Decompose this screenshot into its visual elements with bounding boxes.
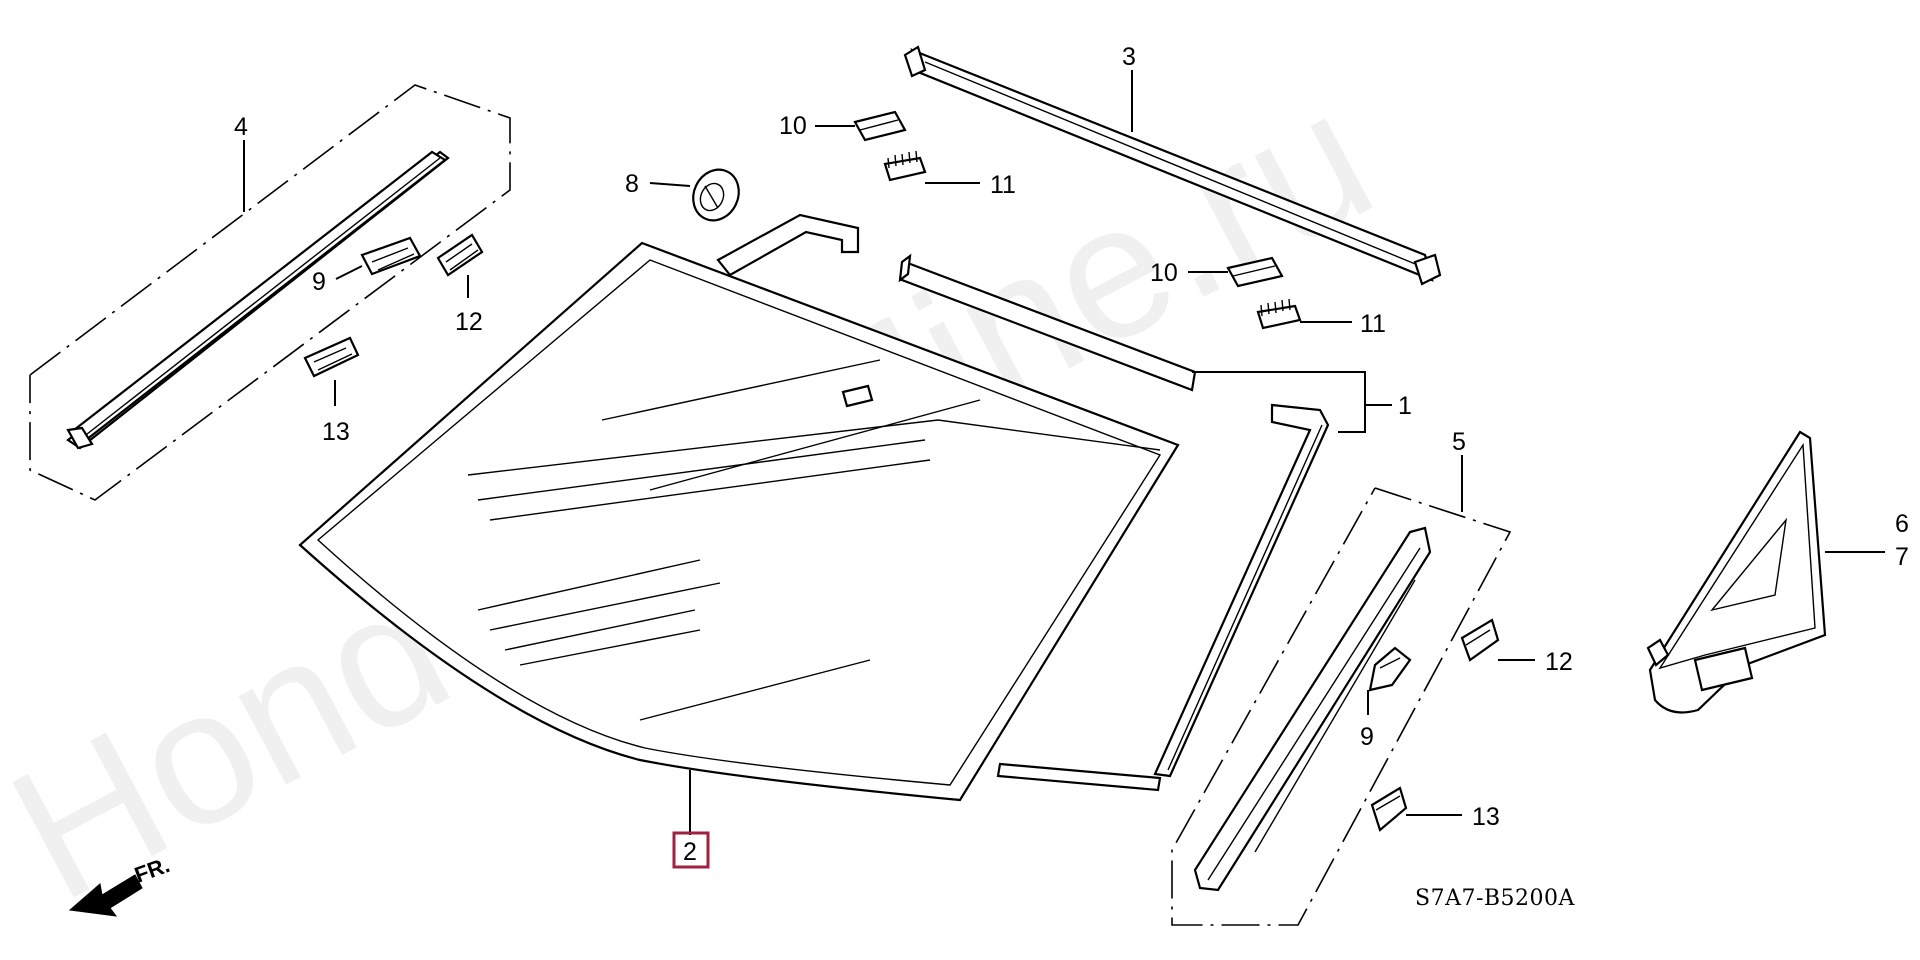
callout-9-right[interactable]: 9: [1360, 723, 1374, 751]
callout-3[interactable]: 3: [1122, 43, 1136, 71]
front-arrow-icon: [68, 874, 143, 917]
part-13-clip-left[interactable]: [303, 336, 360, 378]
part-2-windshield-glass[interactable]: [298, 241, 1180, 802]
part-5-pillar-moulding[interactable]: [1193, 526, 1432, 892]
callout-1[interactable]: 1: [1398, 392, 1412, 420]
callout-12-left[interactable]: 12: [455, 308, 483, 336]
diagram-code: S7A7-B5200A: [1415, 886, 1576, 911]
part-6-7-quarter-glass[interactable]: [1646, 430, 1827, 714]
callout-13-right[interactable]: 13: [1472, 803, 1500, 831]
callout-2[interactable]: 2: [683, 838, 697, 866]
part-10-spacer-lower[interactable]: [1226, 256, 1284, 288]
part-10-spacer-upper[interactable]: [853, 110, 907, 142]
callout-8[interactable]: 8: [625, 170, 639, 198]
part-3-upper-moulding[interactable]: [903, 45, 1442, 286]
callout-12-right[interactable]: 12: [1545, 648, 1573, 676]
right-group-frame: [1171, 487, 1512, 926]
part-13-clip-right[interactable]: [1370, 786, 1408, 832]
callout-10-upper[interactable]: 10: [779, 112, 807, 140]
part-11-fastener-lower[interactable]: [1256, 298, 1302, 330]
callout-11-upper[interactable]: 11: [990, 171, 1016, 199]
part-9-clip-left[interactable]: [360, 236, 422, 276]
callout-2-highlight-box: [672, 831, 710, 869]
right-pillar-moulding-group: 5 12 9 13: [1171, 428, 1573, 926]
callout-7[interactable]: 7: [1895, 543, 1909, 571]
callout-9-left[interactable]: 9: [312, 268, 326, 296]
left-roof-moulding-group: 4 9 12 13: [29, 84, 511, 501]
part-12-clip-right[interactable]: [1460, 618, 1500, 662]
part-11-fastener-upper[interactable]: [883, 150, 927, 182]
callout-4[interactable]: 4: [234, 113, 248, 141]
callout-6[interactable]: 6: [1895, 510, 1909, 538]
callout-11-lower[interactable]: 11: [1360, 310, 1386, 338]
left-group-frame: [29, 84, 511, 501]
part-9-clip-right[interactable]: [1368, 646, 1412, 692]
part-1-dam-rubber[interactable]: [716, 213, 1330, 792]
callout-10-lower[interactable]: 10: [1150, 259, 1178, 287]
part-12-clip-left[interactable]: [436, 233, 484, 277]
part-4-roof-moulding[interactable]: [66, 150, 450, 450]
callout-13-left[interactable]: 13: [322, 418, 350, 446]
part-8-grommet[interactable]: [685, 162, 747, 228]
callout-5[interactable]: 5: [1452, 428, 1466, 456]
